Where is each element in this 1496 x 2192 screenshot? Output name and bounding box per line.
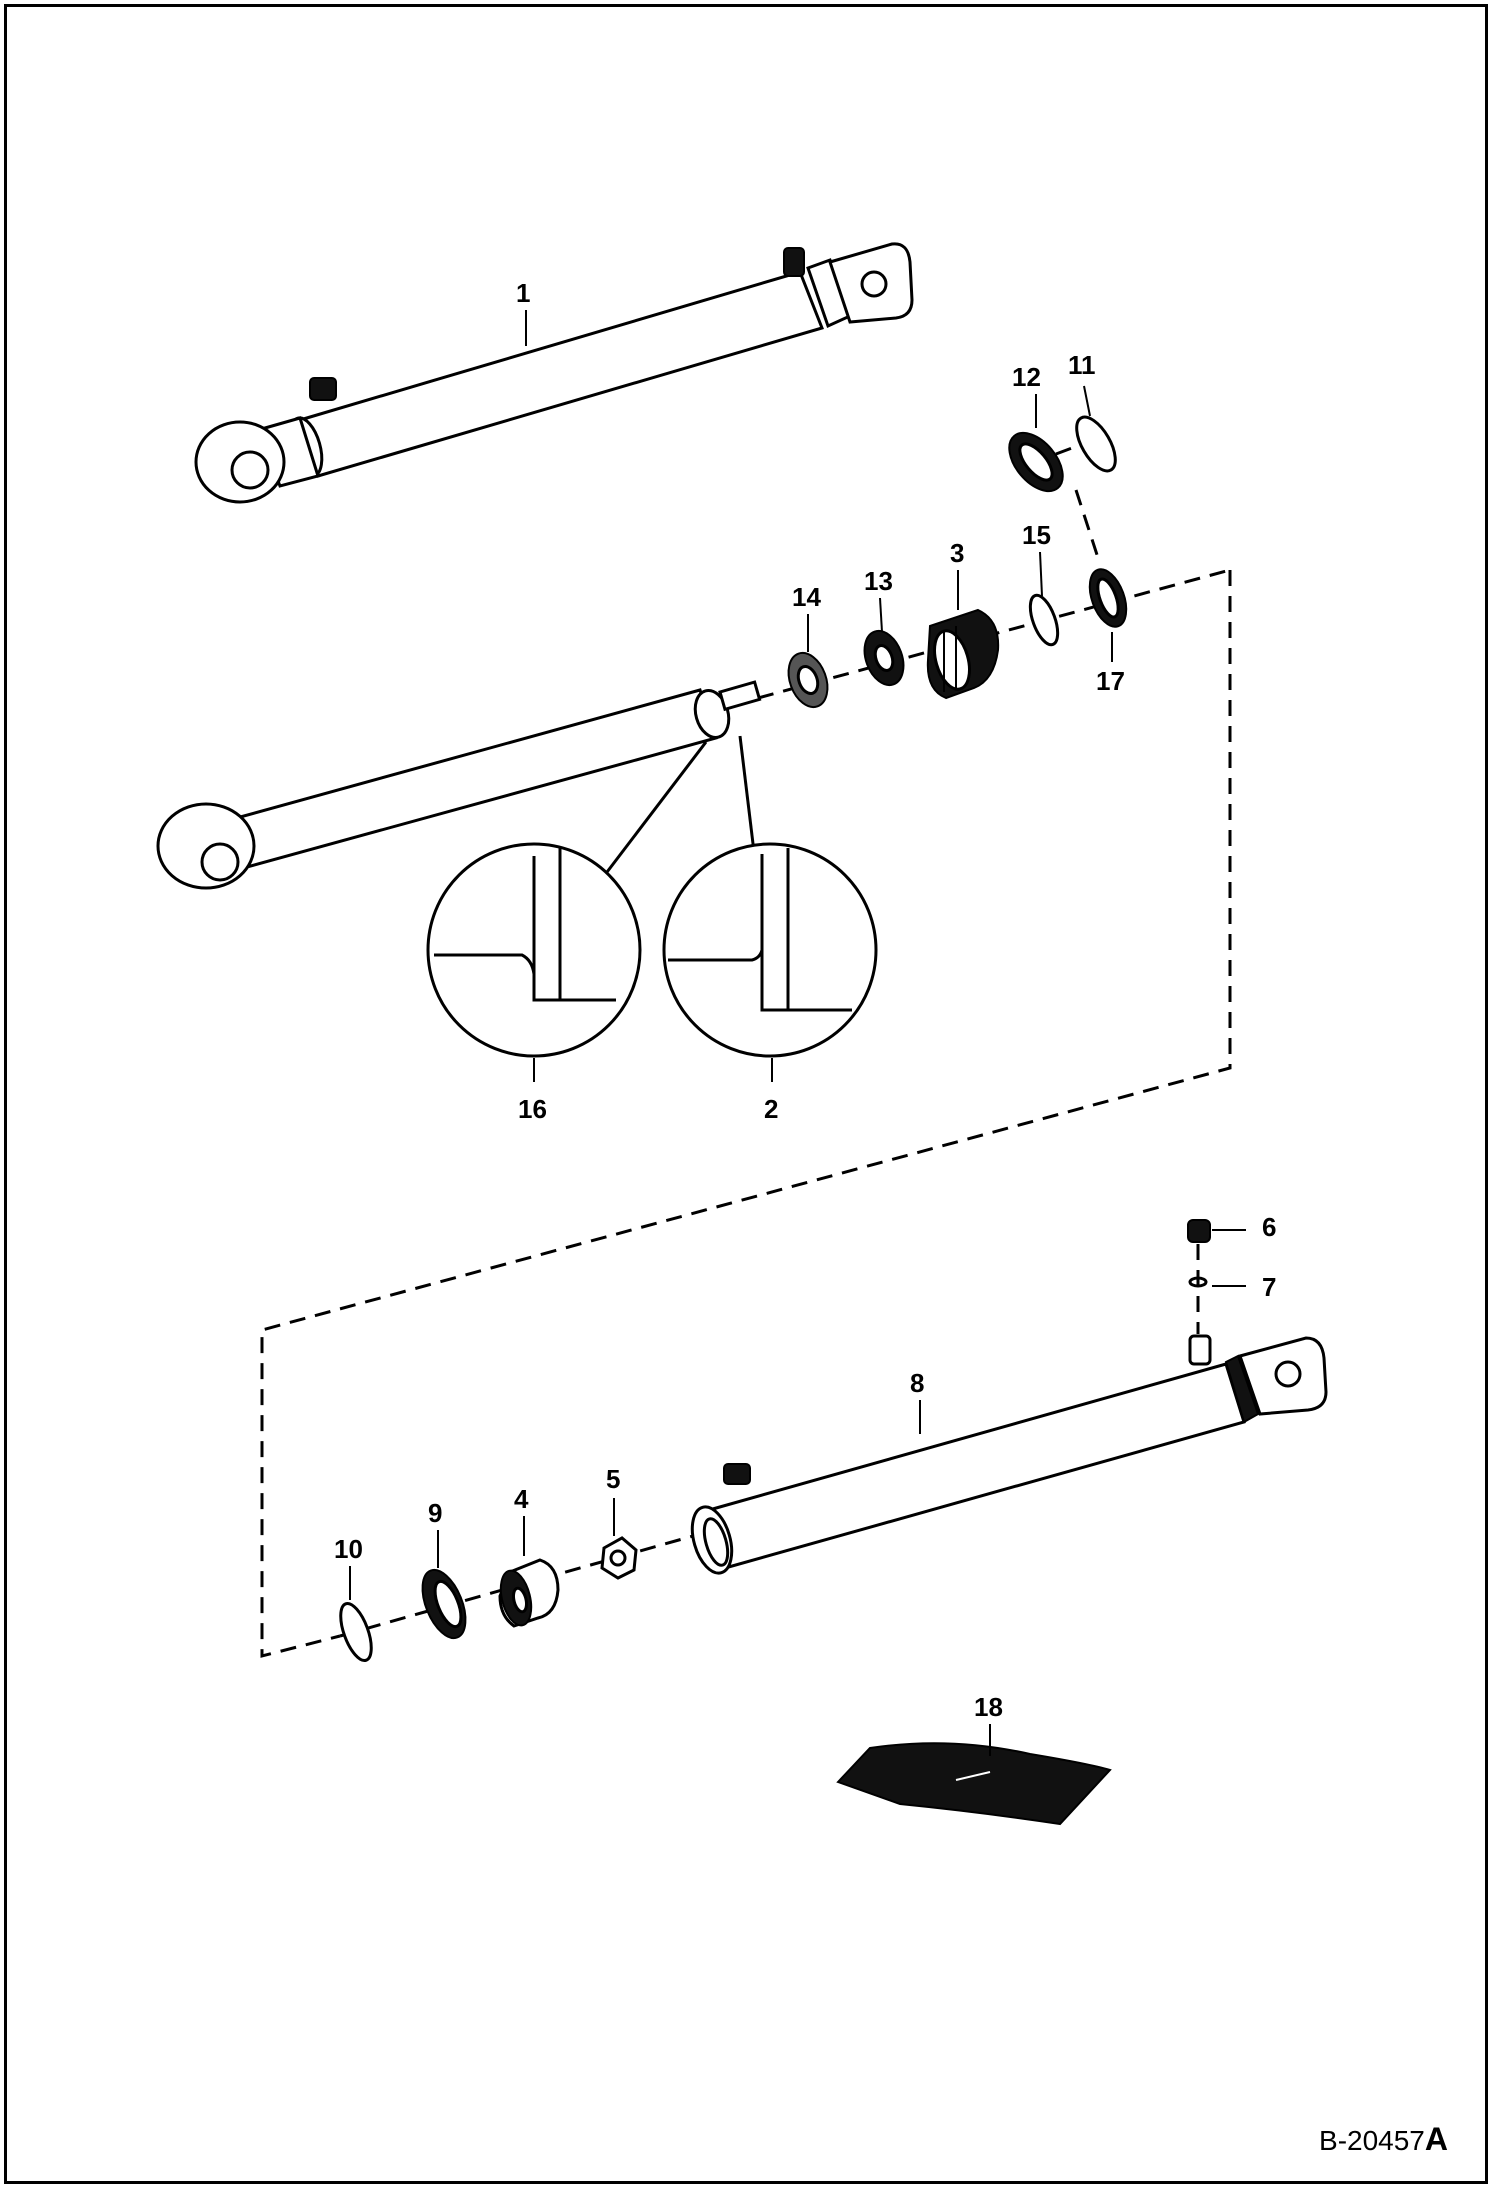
callout-10: 10 xyxy=(334,1534,363,1564)
callout-4: 4 xyxy=(514,1484,529,1514)
callout-6: 6 xyxy=(1262,1212,1276,1242)
detail-2 xyxy=(662,735,878,1058)
nut-5[interactable] xyxy=(600,1536,638,1580)
callout-13: 13 xyxy=(864,566,893,596)
detail-16 xyxy=(426,741,708,1058)
callout-1: 1 xyxy=(516,278,530,308)
callout-8: 8 xyxy=(910,1368,924,1398)
callout-2: 2 xyxy=(764,1094,778,1124)
piston-rod[interactable] xyxy=(156,680,762,890)
o-ring-10[interactable] xyxy=(334,1600,377,1665)
drawing-frame xyxy=(4,4,1488,2184)
callout-16: 16 xyxy=(518,1094,547,1124)
leader-lines xyxy=(349,310,1246,1756)
callout-9: 9 xyxy=(428,1498,442,1528)
callout-15: 15 xyxy=(1022,520,1051,550)
seal-17[interactable] xyxy=(1083,564,1134,631)
seal-13[interactable] xyxy=(858,626,911,691)
cylinder-assembly[interactable] xyxy=(194,242,914,504)
callout-12: 12 xyxy=(1012,362,1041,392)
callout-14: 14 xyxy=(792,582,821,612)
gland-4[interactable] xyxy=(496,1558,560,1629)
callout-18: 18 xyxy=(974,1692,1003,1722)
figure-number: B-20457 xyxy=(1319,2125,1425,2156)
piston-3[interactable] xyxy=(926,608,1000,700)
callout-labels: 1 12 11 15 3 13 14 17 16 2 6 7 8 5 4 9 1… xyxy=(334,278,1276,1722)
callout-11: 11 xyxy=(1068,350,1096,380)
callout-3: 3 xyxy=(950,538,964,568)
callout-7: 7 xyxy=(1262,1272,1276,1302)
seal-kit-18[interactable] xyxy=(836,1742,1112,1826)
seal-12[interactable] xyxy=(999,423,1073,501)
o-ring-11[interactable] xyxy=(1069,411,1123,477)
callout-5: 5 xyxy=(606,1464,620,1494)
fitting-6[interactable] xyxy=(1187,1219,1211,1243)
barrel-8[interactable] xyxy=(685,1334,1328,1578)
figure-revision: A xyxy=(1424,2121,1448,2157)
wear-ring-14[interactable] xyxy=(782,648,835,713)
o-ring-15[interactable] xyxy=(1025,592,1063,648)
figure-code: B-20457A xyxy=(1319,2121,1448,2158)
callout-17: 17 xyxy=(1096,666,1125,696)
seal-9[interactable] xyxy=(414,1564,474,1644)
